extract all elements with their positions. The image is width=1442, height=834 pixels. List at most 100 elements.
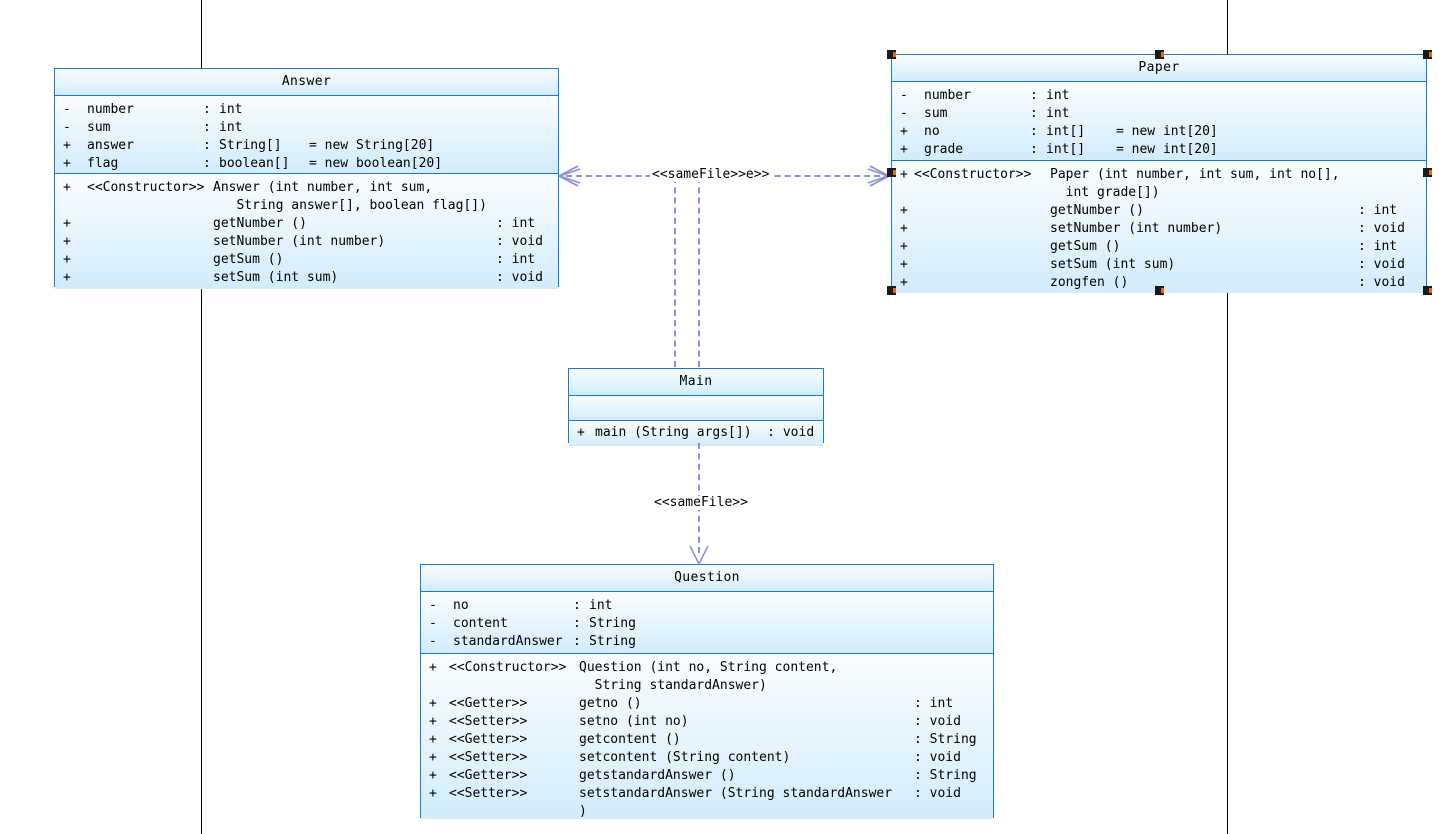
uml-class-main[interactable]: Main + main (String args[]) : void: [568, 368, 824, 446]
class-title-paper: Paper: [1138, 60, 1180, 75]
uml-class-answer[interactable]: Answer - number : int - sum : int + answ…: [54, 68, 559, 289]
visibility: +: [429, 750, 437, 765]
method-row: + zongfen () : void: [892, 274, 1426, 292]
attribute-default: = new boolean[20]: [309, 156, 443, 171]
attribute-colon: :: [203, 138, 211, 153]
uml-class-paper[interactable]: Paper - number : int - sum : int + no : …: [891, 54, 1427, 293]
visibility: -: [63, 120, 71, 135]
method-row: + <<Constructor>> Question (int no, Stri…: [421, 659, 993, 695]
attribute-type: int[]: [1046, 142, 1086, 157]
method-row: + getNumber () : int: [892, 202, 1426, 220]
resize-handle-bottom-right[interactable]: [1423, 286, 1432, 295]
visibility: +: [429, 732, 437, 747]
visibility: +: [63, 180, 71, 195]
method-return: : String: [914, 768, 977, 783]
class-name-compartment-answer: Answer: [55, 69, 558, 96]
method-signature: Question (int no, String content, String…: [579, 660, 838, 693]
attribute-row: + no : int[] = new int[20]: [892, 123, 1426, 141]
method-row: + <<Setter>> setcontent (String content)…: [421, 749, 993, 767]
visibility: +: [63, 156, 71, 171]
stereotype: <<Setter>>: [449, 750, 528, 765]
connector-label-samefile-top[interactable]: <<sameFile>>e>>: [650, 167, 772, 182]
method-signature: setno (int no): [579, 714, 689, 729]
visibility: +: [429, 660, 437, 675]
attribute-type: int: [219, 120, 243, 135]
visibility: +: [63, 252, 71, 267]
class-name-compartment-paper: Paper: [892, 55, 1426, 82]
attribute-row: + flag : boolean[] = new boolean[20]: [55, 155, 558, 173]
attribute-colon: :: [573, 598, 581, 613]
resize-handle-bottom-left[interactable]: [887, 286, 896, 295]
method-signature: Answer (int number, int sum, String answ…: [213, 180, 487, 213]
stereotype: <<Getter>>: [449, 768, 528, 783]
method-row: + setSum (int sum) : void: [55, 269, 558, 287]
attribute-row: - no : int: [421, 597, 993, 615]
method-return: : void: [1358, 275, 1405, 290]
stereotype: <<Constructor>>: [449, 660, 567, 675]
attribute-default: = new int[20]: [1116, 124, 1218, 139]
method-signature: setcontent (String content): [579, 750, 791, 765]
visibility: +: [63, 270, 71, 285]
method-return: : int: [496, 216, 536, 231]
connector-label-samefile-bottom[interactable]: <<sameFile>>: [652, 495, 750, 510]
stereotype: <<Constructor>>: [87, 180, 205, 195]
method-signature: getSum (): [213, 252, 284, 267]
method-return: : void: [914, 786, 961, 801]
method-row: + <<Getter>> getno () : int: [421, 695, 993, 713]
method-return: : void: [914, 750, 961, 765]
method-signature: getNumber (): [1050, 203, 1144, 218]
attribute-colon: :: [1030, 142, 1038, 157]
method-signature: zongfen (): [1050, 275, 1129, 290]
method-return: : int: [1358, 203, 1398, 218]
visibility: +: [577, 425, 585, 440]
attribute-type: int: [1046, 106, 1070, 121]
method-return: : void: [914, 714, 961, 729]
class-title-question: Question: [674, 570, 740, 585]
attribute-type: int[]: [1046, 124, 1086, 139]
attribute-type: String[]: [219, 138, 282, 153]
method-row: + getNumber () : int: [55, 215, 558, 233]
attribute-colon: :: [203, 120, 211, 135]
attribute-type: int: [219, 102, 243, 117]
attribute-name: grade: [924, 142, 964, 157]
method-signature: setSum (int sum): [1050, 257, 1176, 272]
left-guide-line: [201, 0, 202, 834]
connector-answer-main[interactable]: [674, 177, 676, 367]
resize-handle-middle-left[interactable]: [887, 168, 896, 177]
class-name-compartment-main: Main: [569, 369, 823, 396]
method-row: + <<Setter>> setstandardAnswer (String s…: [421, 785, 993, 821]
method-return: : void: [1358, 257, 1405, 272]
visibility: -: [429, 616, 437, 631]
resize-handle-top-left[interactable]: [887, 50, 896, 59]
visibility: +: [900, 203, 908, 218]
visibility: +: [900, 142, 908, 157]
attribute-name: number: [87, 102, 134, 117]
attributes-compartment-main: [569, 396, 823, 421]
attribute-default: = new String[20]: [309, 138, 435, 153]
visibility: +: [900, 275, 908, 290]
method-signature: setstandardAnswer (String standardAnswer…: [579, 786, 893, 819]
method-return: : int: [1358, 239, 1398, 254]
visibility: +: [429, 714, 437, 729]
visibility: +: [900, 167, 908, 182]
attribute-type: String: [589, 616, 636, 631]
attributes-compartment-paper: - number : int - sum : int + no : int[] …: [892, 82, 1426, 161]
attribute-colon: :: [1030, 88, 1038, 103]
stereotype: <<Getter>>: [449, 696, 528, 711]
method-return: : void: [1358, 221, 1405, 236]
method-signature: Paper (int number, int sum, int no[], in…: [1050, 167, 1340, 200]
connector-paper-main[interactable]: [698, 177, 700, 367]
attribute-colon: :: [573, 634, 581, 649]
right-guide-line: [1227, 0, 1228, 834]
attribute-row: - sum : int: [55, 119, 558, 137]
resize-handle-middle-right[interactable]: [1423, 168, 1432, 177]
uml-class-question[interactable]: Question - no : int - content : String -…: [420, 564, 994, 819]
resize-handle-bottom-center[interactable]: [1155, 286, 1164, 295]
methods-compartment-question: + <<Constructor>> Question (int no, Stri…: [421, 654, 993, 819]
methods-compartment-paper: + <<Constructor>> Paper (int number, int…: [892, 161, 1426, 293]
method-row: + setNumber (int number) : void: [55, 233, 558, 251]
attribute-name: content: [453, 616, 508, 631]
resize-handle-top-center[interactable]: [1155, 50, 1164, 59]
resize-handle-top-right[interactable]: [1423, 50, 1432, 59]
